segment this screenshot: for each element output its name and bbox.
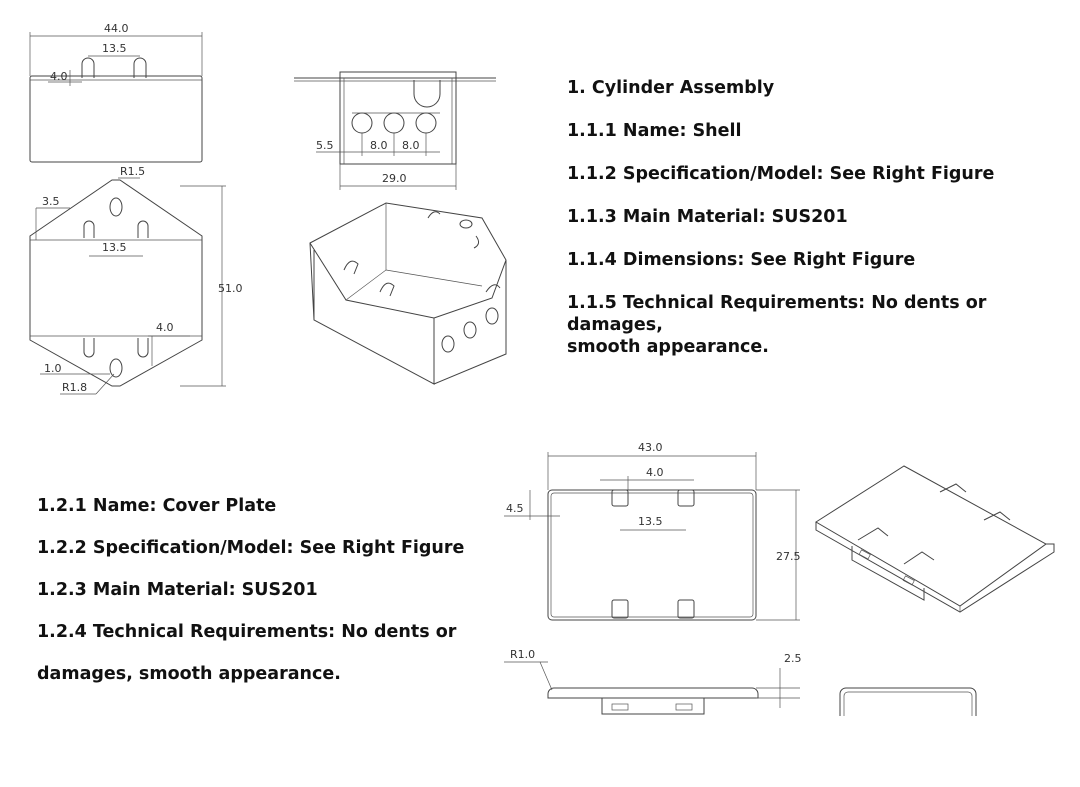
shell-corner-radius-dim: R1.5 [120, 165, 145, 178]
cover-end-view [839, 687, 977, 716]
cover-tech-req-line1: 1.2.4 Technical Requirements: No dents o… [37, 622, 457, 642]
shell-side-view: 5.5 8.0 8.0 29.0 [294, 71, 496, 190]
cover-height-dim: 27.5 [776, 550, 801, 563]
shell-flat-offset-dim: 1.0 [44, 362, 62, 375]
cover-tab-spacing-dim: 13.5 [638, 515, 663, 528]
cover-tab-width-dim: 4.0 [646, 466, 664, 479]
shell-spec: 1.1.2 Specification/Model: See Right Fig… [567, 164, 995, 184]
shell-flat-slot-width-dim: 4.0 [156, 321, 174, 334]
shell-tech-req-line2: smooth appearance. [567, 337, 769, 357]
cover-tech-req-line2: damages, smooth appearance. [37, 664, 341, 684]
shell-material: 1.1.3 Main Material: SUS201 [567, 207, 848, 227]
shell-side-width-dim: 29.0 [382, 172, 407, 185]
cover-material: 1.2.3 Main Material: SUS201 [37, 580, 318, 600]
shell-flat-edge-dim: 3.5 [42, 195, 60, 208]
shell-hole-radius-dim: R1.8 [62, 381, 87, 394]
shell-hole-pitch-2-dim: 8.0 [402, 139, 420, 152]
cover-description: 1.2.1 Name: Cover Plate 1.2.2 Specificat… [37, 495, 497, 685]
shell-name: 1.1.1 Name: Shell [567, 121, 742, 141]
shell-side-offset-dim: 5.5 [316, 139, 334, 152]
cover-name: 1.2.1 Name: Cover Plate [37, 496, 277, 516]
shell-tech-req-line1: 1.1.5 Technical Requirements: No dents o… [567, 293, 987, 335]
shell-top-slot-width-dim: 4.0 [50, 70, 68, 83]
cover-width-dim: 43.0 [638, 441, 663, 454]
cover-side-view: R1.0 2.5 [504, 648, 802, 715]
shell-flat-view: R1.5 3.5 13.5 51.0 4.0 1.0 R1.8 [29, 165, 243, 395]
shell-title: 1. Cylinder Assembly [567, 78, 775, 98]
shell-top-width-dim: 44.0 [104, 22, 129, 35]
shell-dimensions: 1.1.4 Dimensions: See Right Figure [567, 250, 916, 270]
shell-hole-pitch-1-dim: 8.0 [370, 139, 388, 152]
shell-description: 1. Cylinder Assembly 1.1.1 Name: Shell 1… [567, 77, 1067, 358]
cover-edge-dim: 4.5 [506, 502, 524, 515]
shell-flat-slot-spacing-dim: 13.5 [102, 241, 127, 254]
shell-top-view: 44.0 13.5 4.0 [29, 22, 203, 163]
cover-spec: 1.2.2 Specification/Model: See Right Fig… [37, 538, 465, 558]
cover-isometric-view [815, 465, 1055, 613]
shell-flat-height-dim: 51.0 [218, 282, 243, 295]
cover-thickness-dim: 2.5 [784, 652, 802, 665]
shell-top-slot-spacing-dim: 13.5 [102, 42, 127, 55]
shell-isometric-view [309, 202, 507, 385]
cover-radius-dim: R1.0 [510, 648, 535, 661]
cover-top-view: 43.0 4.0 4.5 13.5 27.5 [504, 441, 801, 621]
